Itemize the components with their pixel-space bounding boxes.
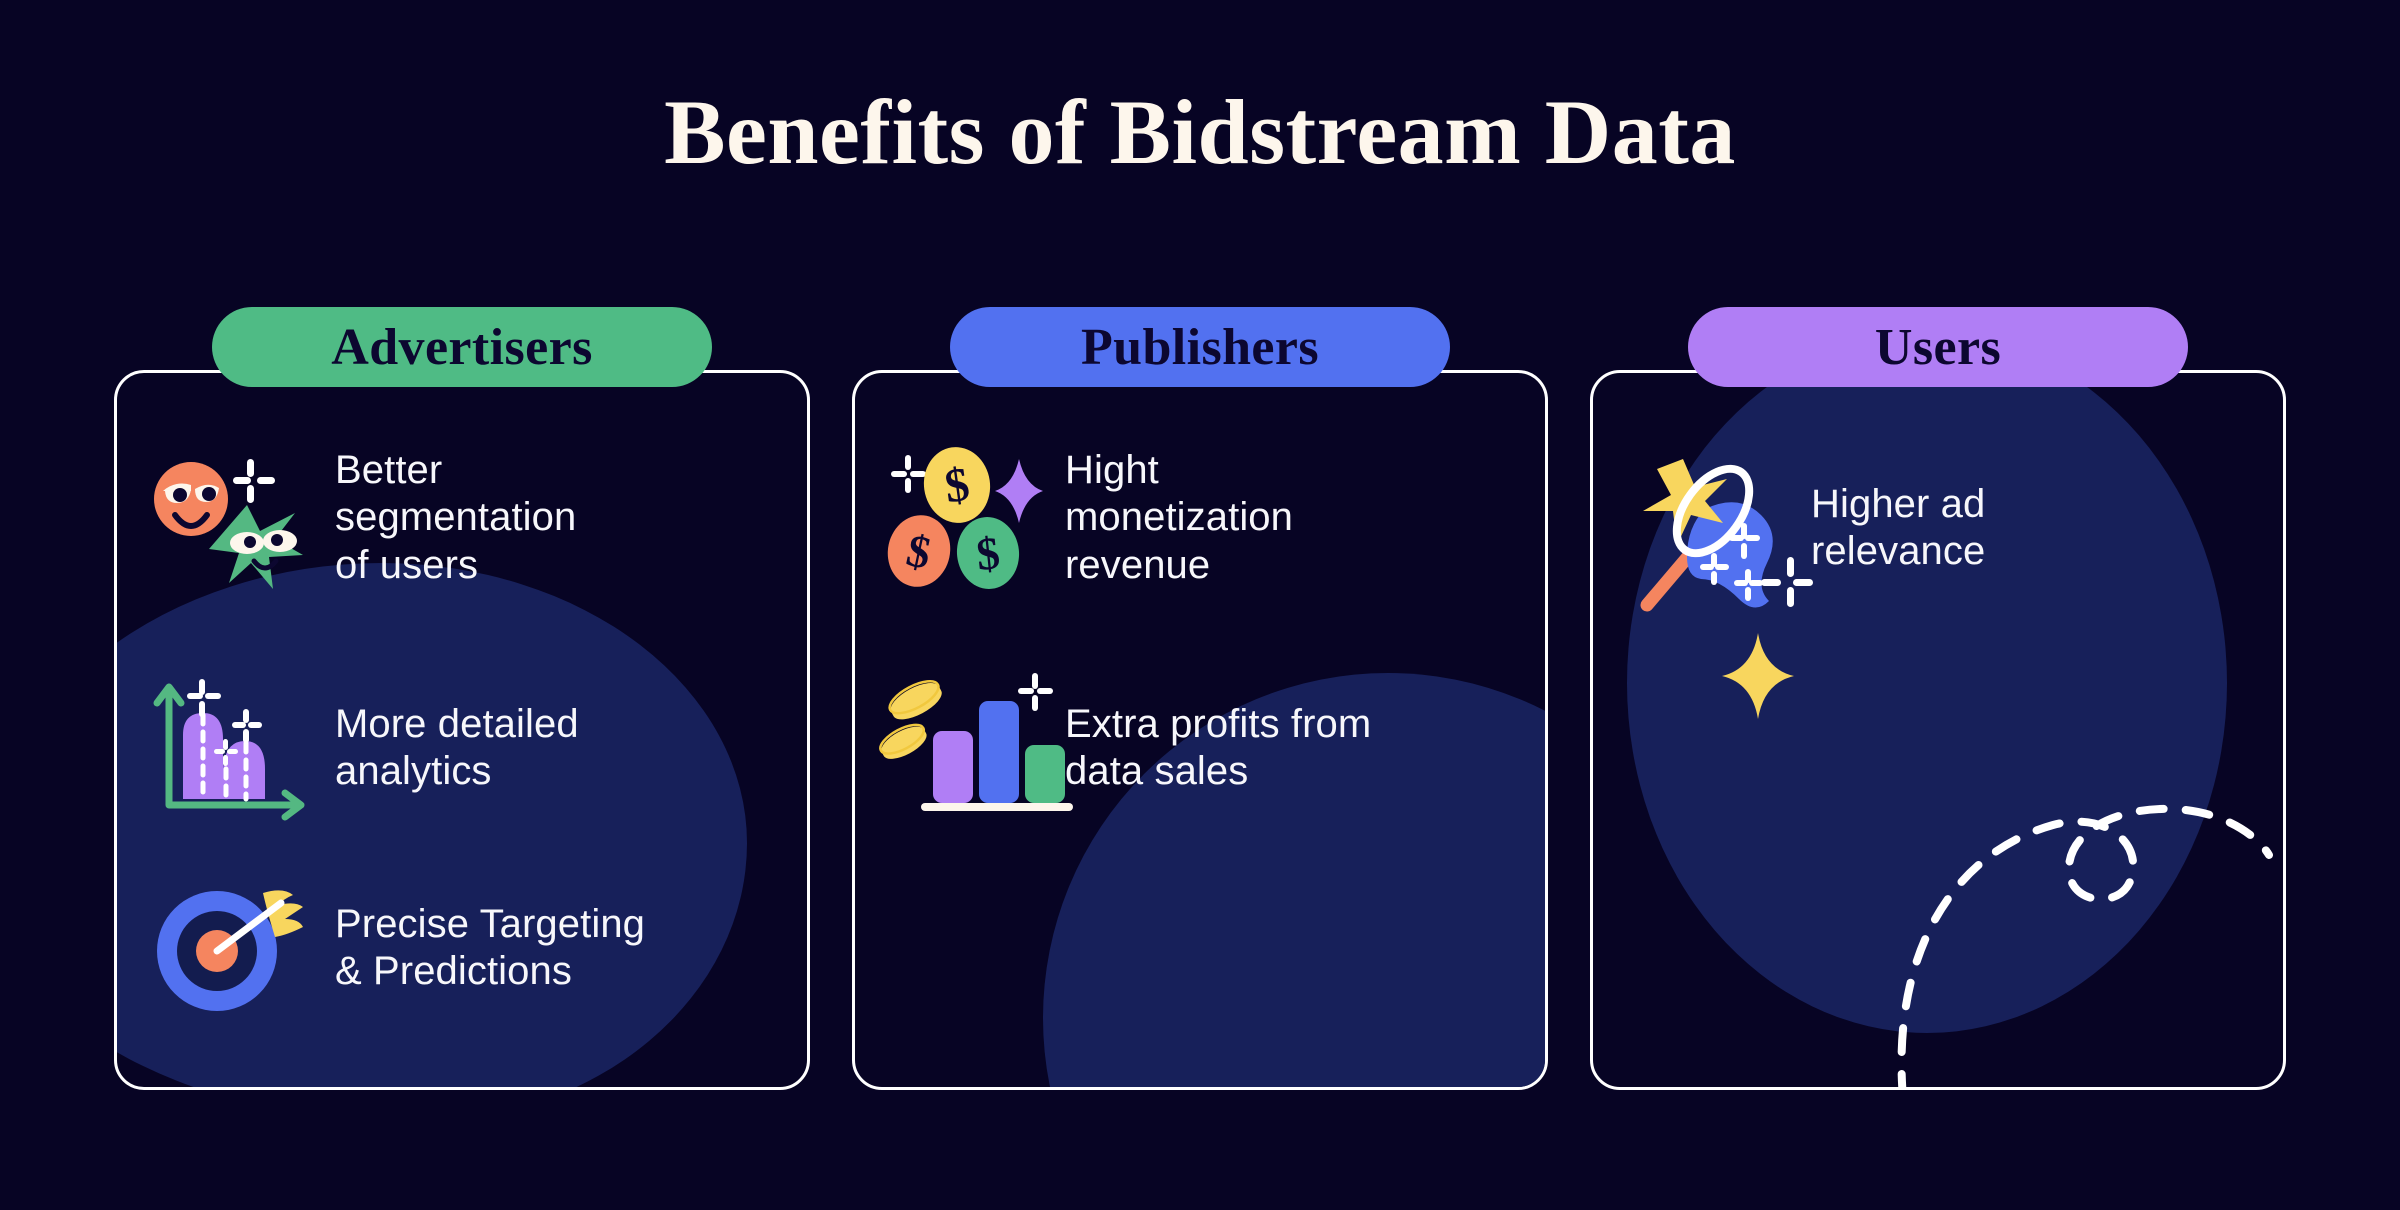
column-header-advertisers[interactable]: Advertisers — [212, 307, 712, 387]
target-arrow-icon — [147, 873, 317, 1023]
column-header-publishers[interactable]: Publishers — [950, 307, 1450, 387]
column-header-label: Advertisers — [331, 318, 593, 376]
benefit-label: Hight monetization revenue — [1065, 448, 1293, 587]
benefit-row: Precise Targeting & Predictions — [147, 873, 645, 1023]
benefit-row: Better segmentation of users — [147, 443, 576, 593]
benefit-row: Higher ad relevance — [1623, 453, 1986, 612]
star-catching-net-icon — [1623, 453, 1793, 612]
benefit-label: Precise Targeting & Predictions — [335, 901, 646, 993]
benefit-label: Extra profits from data sales — [1065, 701, 1372, 793]
benefit-row: Extra profits from data sales — [877, 673, 1435, 823]
column-header-label: Publishers — [1080, 318, 1320, 376]
svg-text:$: $ — [974, 527, 1002, 580]
dollar-coins-icon: $ $ $ — [877, 443, 1047, 593]
bar-chart-coins-icon — [877, 673, 1073, 823]
benefit-card-users: Higher ad relevance — [1590, 370, 2286, 1090]
column-header-users[interactable]: Users — [1688, 307, 2188, 387]
area-chart-icon — [147, 673, 317, 823]
benefit-card-advertisers: Better segmentation of users — [114, 370, 810, 1090]
benefit-row: $ $ $ Hight monetization revenue — [877, 443, 1293, 593]
benefit-label: Higher ad relevance — [1811, 481, 1986, 573]
benefit-card-publishers: $ $ $ Hight monetization revenue — [852, 370, 1548, 1090]
benefit-row: More detailed analytics — [147, 673, 579, 823]
column-header-label: Users — [1874, 318, 2002, 376]
page-title: Benefits of Bidstream Data — [664, 81, 1736, 183]
benefit-label: Better segmentation of users — [335, 448, 577, 587]
faces-sparkle-icon — [147, 443, 317, 593]
benefit-label: More detailed analytics — [335, 701, 579, 793]
